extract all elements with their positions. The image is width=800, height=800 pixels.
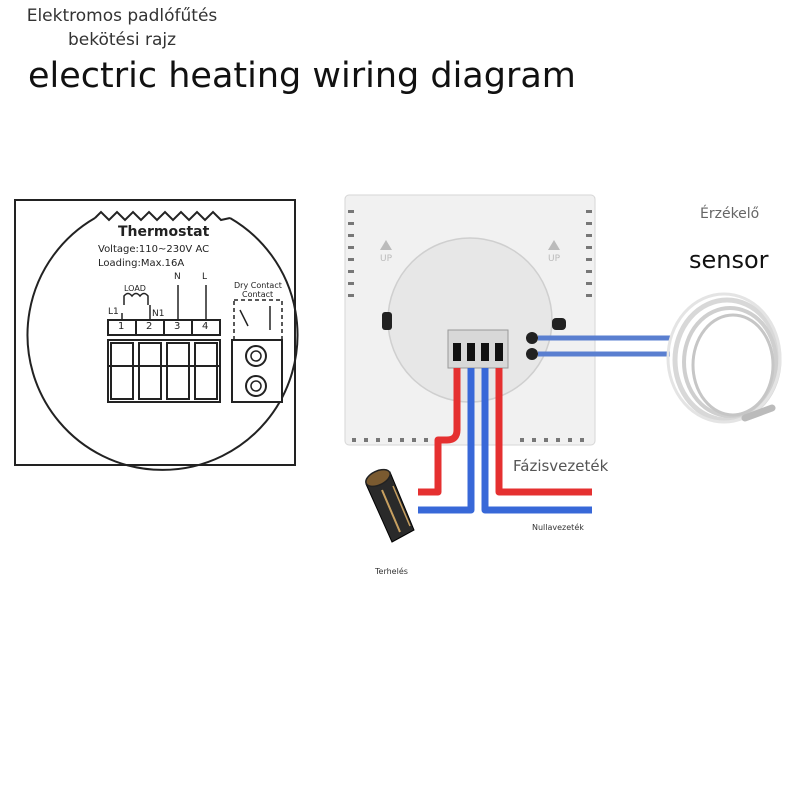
terminal-screws [453,343,503,361]
l-label: L [202,272,208,282]
title-english: electric heating wiring diagram [28,56,576,96]
contact-label: Contact [242,290,274,299]
neutral-wire-label: Nullavezeték [532,523,584,532]
load-coil-icon [123,292,149,305]
voltage-label: Voltage:110~230V AC [98,244,210,255]
phase-wire-label: Fázisvezeték [513,457,609,475]
phase-wire-supply [495,368,592,496]
dry-contact-label: Dry Contact [234,281,282,290]
device-name-label: Thermostat [118,224,210,240]
load-label-photo: Terhelés [375,567,408,576]
sensor-terminal [526,332,538,344]
heating-film-icon [365,468,415,543]
sensor-cable-coil-icon [666,292,782,424]
terminal-number: 3 [174,321,181,332]
title-hu-line2: bekötési rajz [67,30,177,50]
n1-label: N1 [152,309,165,319]
up-arrow-icon [548,240,560,250]
phase-wire-load [418,368,461,496]
sensor-label-en: sensor [689,246,769,274]
up-label: UP [380,254,393,264]
terminal-block [107,339,221,403]
schematic-notches [94,210,231,222]
title-hu-line1: Elektromos padlófűtés [26,6,218,26]
neutral-wire-load [418,368,475,514]
terminal-number: 1 [118,321,125,332]
thermostat-schematic [14,199,299,471]
dry-contact-switch [239,309,249,327]
dry-contact-box [233,299,283,343]
schematic-circle [26,217,299,471]
terminal-number: 2 [146,321,153,332]
screw-icon [245,375,267,397]
mount-clip [382,312,392,330]
screw-icon [245,345,267,367]
vent-slots [348,210,592,442]
wires [418,335,670,514]
load-label: LOAD [124,284,146,293]
terminal-number: 4 [202,321,209,332]
loading-label: Loading:Max.16A [98,258,185,269]
neutral-wire-supply [481,368,592,514]
up-arrow-icon [380,240,392,250]
up-label: UP [548,254,561,264]
sensor-label-hu: Érzékelő [700,206,760,222]
l1-label: L1 [108,307,119,317]
schematic-frame [14,199,296,466]
thermostat-back-panel [344,194,596,446]
title-hungarian: Elektromos padlófűtés bekötési rajz [6,4,238,52]
n-label: N [174,272,181,282]
mount-clip [552,318,566,330]
sensor-terminal [526,348,538,360]
